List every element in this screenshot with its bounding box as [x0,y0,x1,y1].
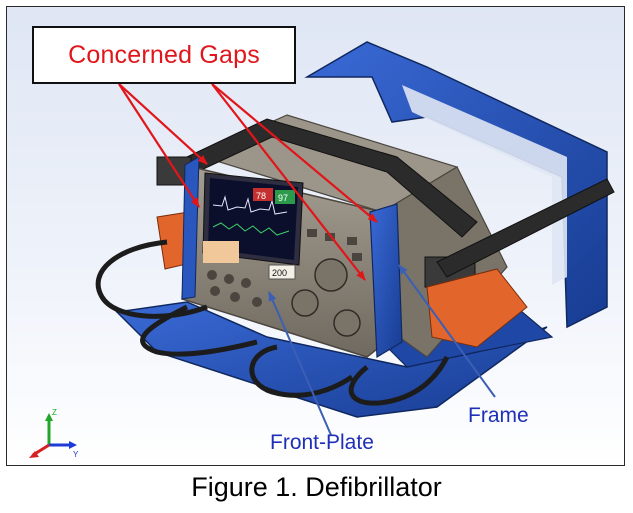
screen-spo2-box [275,190,295,204]
frame-label: Frame [468,404,529,427]
spo2-value: 97 [278,193,288,203]
frame-front-pillar [369,203,403,359]
pleth-trace [212,222,290,236]
figure-panel: 78 97 200 [6,6,625,466]
knob-bottom [333,309,361,337]
front-plate-label: Front-Plate [270,431,374,454]
screen-energy-panel [203,241,239,263]
front-buttons [207,229,362,307]
defibrillator-render: 78 97 200 [95,41,615,436]
paddle-right [426,268,528,348]
screen-hr-box [253,188,273,201]
frame-front-left [181,156,200,300]
axis-triad-icon: Z Y [29,408,79,459]
concerned-gaps-callout: Concerned Gaps [32,26,296,84]
energy-value: 200 [272,268,287,278]
figure-caption: Figure 1. Defibrillator [191,472,442,502]
frame-back-inner [402,85,567,285]
knob-upper [314,258,348,292]
callout-text: Concerned Gaps [68,40,260,69]
handle-bar-right [436,178,615,278]
screen-energy-readout [268,264,296,280]
knob-lower [291,289,319,317]
cable-left-lower [140,304,258,357]
carry-handle [186,118,478,238]
axis-z-label: Z [52,408,57,417]
gap-arrows [118,83,378,281]
cable-front [249,344,354,398]
cable-right [348,355,450,406]
frame-back-arch [304,41,608,329]
axis-y-label: Y [73,450,79,459]
part-arrows [268,264,496,436]
hr-value: 78 [256,191,266,201]
